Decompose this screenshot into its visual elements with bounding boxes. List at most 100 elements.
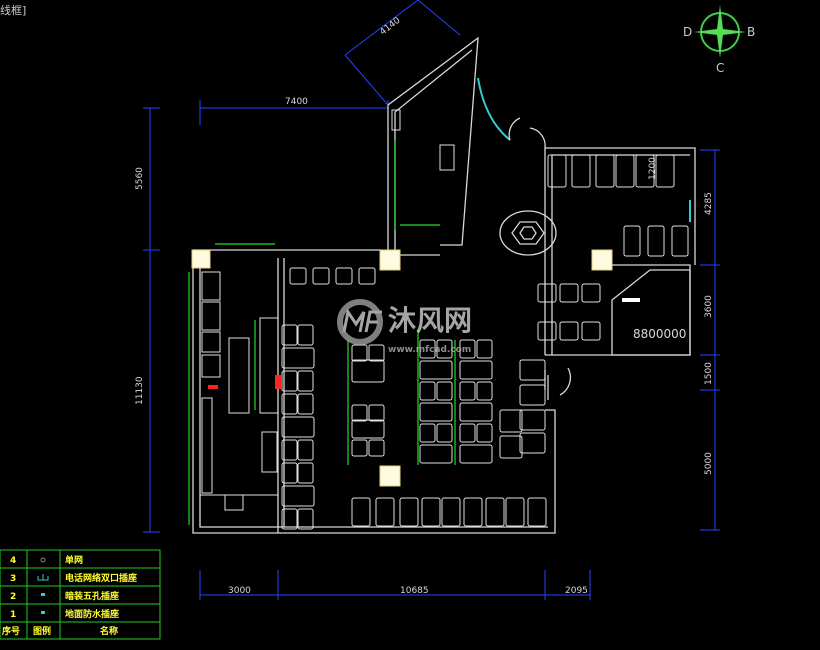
table: [476, 381, 493, 401]
table: [519, 359, 546, 381]
round-feature: [499, 210, 557, 256]
columns: [191, 249, 613, 487]
dining-tables: [281, 154, 689, 530]
table: [595, 154, 615, 188]
table: [351, 404, 368, 422]
private-room: [611, 269, 691, 356]
waterproof-socket-icon: [41, 611, 45, 614]
table: [519, 384, 546, 406]
table: [581, 283, 601, 303]
table: [351, 439, 368, 457]
table: [459, 339, 476, 359]
table: [312, 267, 330, 285]
table: [671, 225, 689, 257]
legend-name-2: 暗装五孔插座: [65, 590, 119, 602]
entrance-door: [508, 117, 546, 149]
legend-name-3: 电话网络双口插座: [65, 572, 137, 584]
watermark-url: www.mfcad.com: [388, 345, 471, 355]
dim-right-4: 1500: [704, 362, 714, 385]
table: [537, 283, 557, 303]
table: [335, 267, 353, 285]
table: [635, 154, 655, 188]
table: [281, 462, 298, 484]
table: [281, 347, 315, 369]
table: [281, 370, 298, 392]
table: [358, 267, 376, 285]
compass-c: C: [716, 61, 724, 75]
five-hole-socket-icon: [41, 593, 45, 596]
table: [297, 439, 314, 461]
table: [368, 404, 385, 422]
legend-name-4: 单网: [65, 554, 83, 566]
watermark-logo: 沐风网 www.mfcad.com: [337, 299, 472, 355]
table: [351, 497, 371, 527]
net-icon: [40, 557, 46, 563]
legend-name-1: 地面防水插座: [65, 608, 119, 620]
table: [519, 409, 546, 431]
table: [459, 423, 476, 443]
table: [368, 439, 385, 457]
green-partitions: [347, 140, 456, 465]
table: [581, 321, 601, 341]
table: [281, 439, 298, 461]
curved-glass-wall: [477, 77, 511, 141]
legend-no-2: 2: [10, 592, 16, 602]
table: [436, 423, 453, 443]
table: [351, 359, 385, 383]
room-label: 8800000: [633, 327, 686, 341]
table: [459, 381, 476, 401]
compass-d: D: [683, 25, 692, 39]
walls: [192, 36, 696, 534]
table: [281, 393, 298, 415]
table: [419, 381, 436, 401]
watermark-brand: 沐风网: [388, 304, 472, 337]
table: [436, 339, 453, 359]
viewport-tag[interactable]: 线框]: [0, 4, 27, 17]
table: [559, 283, 579, 303]
dim-right-5: 5000: [704, 452, 714, 475]
side-door: [547, 367, 572, 400]
table: [463, 497, 483, 527]
legend-no-1: 1: [10, 610, 16, 620]
table: [499, 435, 523, 459]
table: [399, 497, 419, 527]
table: [297, 508, 314, 530]
table: [571, 154, 591, 188]
table: [419, 360, 453, 380]
legend-header-name: 名称: [100, 625, 118, 637]
dim-right-2: 4285: [704, 192, 714, 215]
table: [419, 423, 436, 443]
table: [375, 497, 395, 527]
table: [281, 324, 298, 346]
legend-no-3: 3: [10, 574, 16, 584]
table: [297, 370, 314, 392]
table: [647, 225, 665, 257]
table: [281, 508, 298, 530]
kitchen-equipment: [188, 243, 281, 528]
phone-network-socket-icon: [37, 574, 49, 581]
table: [615, 154, 635, 188]
dim-top-angled: 4140: [378, 16, 402, 38]
table: [441, 497, 461, 527]
legend-header-symbol: 图例: [33, 625, 51, 637]
dim-bottom-1: 3000: [228, 586, 251, 596]
table: [351, 344, 368, 362]
table: [527, 497, 547, 527]
table: [547, 154, 567, 188]
table: [485, 497, 505, 527]
mf-logo-mark: [342, 308, 382, 333]
dim-top: 7400: [285, 97, 308, 107]
table: [519, 432, 546, 454]
table: [505, 497, 525, 527]
table: [289, 267, 307, 285]
table: [297, 324, 314, 346]
legend-header-no: 序号: [2, 625, 20, 637]
dim-right-1: 1200: [648, 157, 658, 180]
compass-b: B: [747, 25, 755, 39]
table: [459, 402, 493, 422]
dim-bottom-2: 10685: [400, 586, 429, 596]
table: [499, 409, 523, 433]
table: [623, 225, 641, 257]
dim-left-upper: 5560: [135, 167, 145, 190]
